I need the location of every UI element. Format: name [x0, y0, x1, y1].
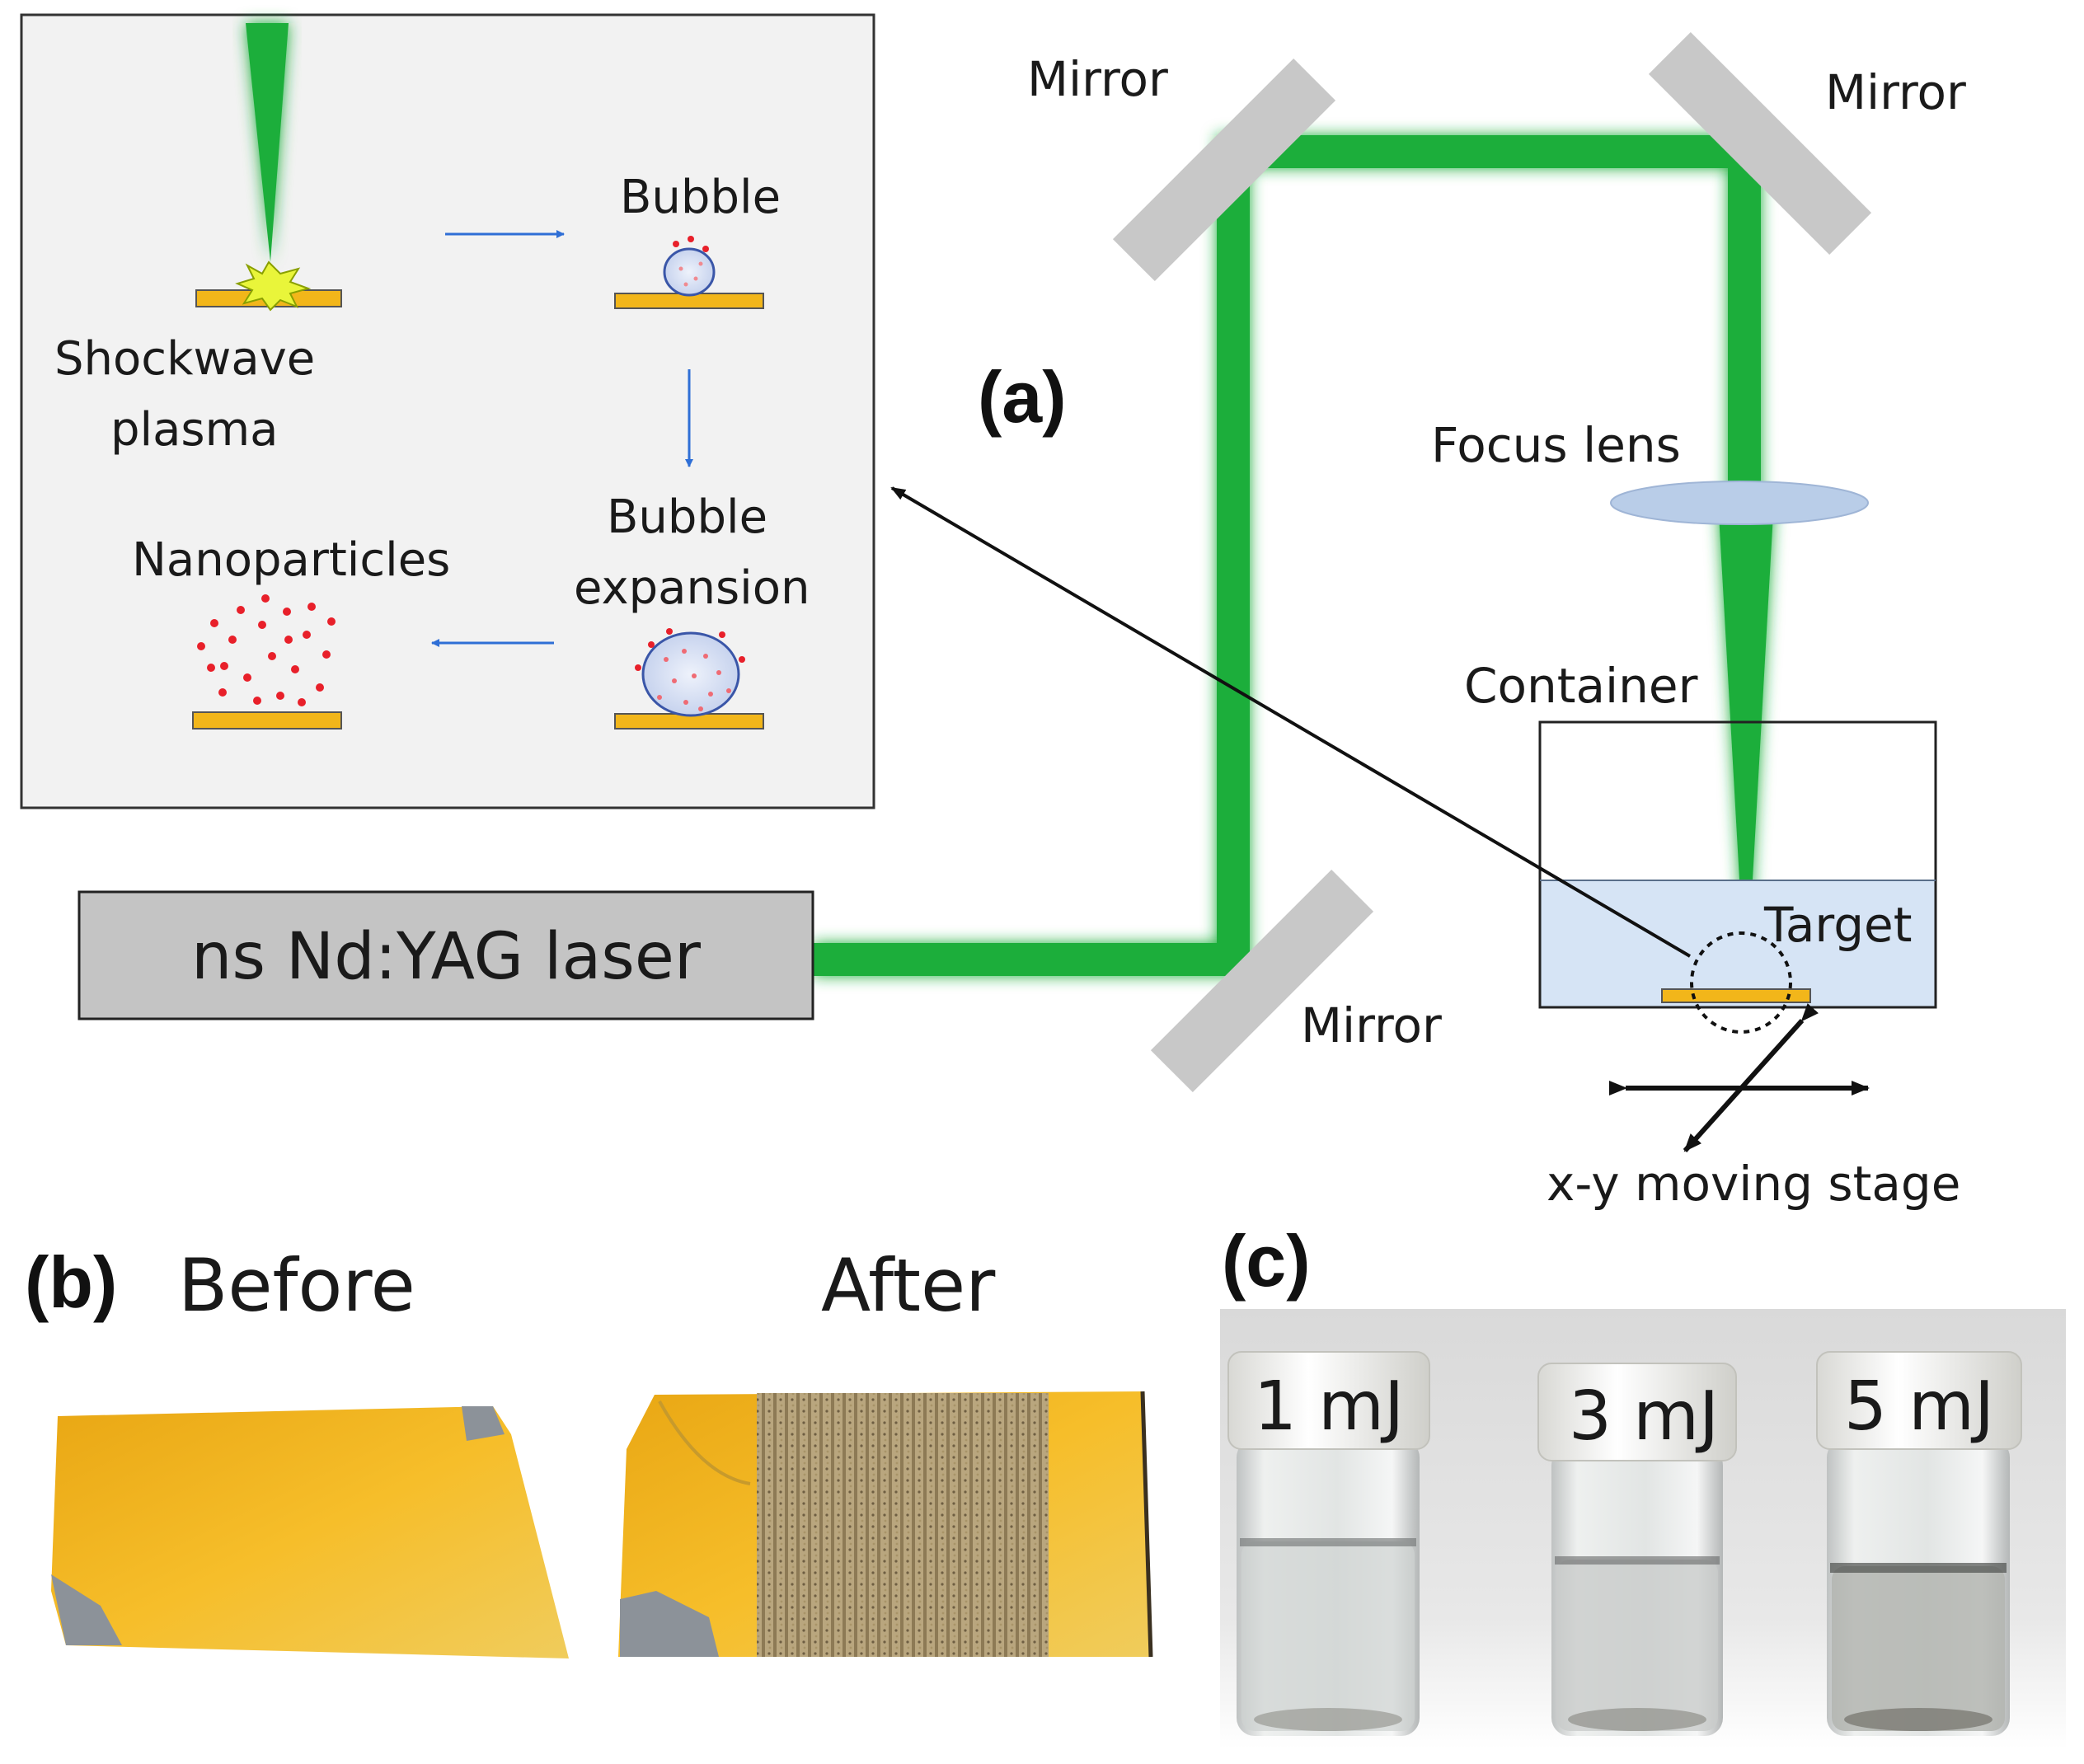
label-before: Before	[178, 1243, 415, 1328]
sample-before	[51, 1406, 569, 1658]
panel-b: (b) Before After	[25, 1241, 1153, 1658]
label-bubble-expansion-1: Bubble	[607, 490, 767, 544]
label-stage: x-y moving stage	[1547, 1156, 1960, 1212]
vial-label-1: 1 mJ	[1254, 1368, 1404, 1446]
expanded-bubble-icon	[641, 631, 740, 717]
zoom-circle	[1690, 931, 1792, 1034]
label-shockwave: Shockwave	[54, 332, 315, 386]
vial-1: 1 mJ	[1227, 1351, 1430, 1736]
bubble-icon	[663, 247, 716, 297]
panel-label-c: (c)	[1222, 1220, 1311, 1302]
particle-dots	[673, 236, 709, 287]
mirror-top-left	[1112, 58, 1336, 282]
label-mirror-top-right: Mirror	[1825, 64, 1966, 120]
label-target: Target	[1763, 897, 1912, 953]
container	[1538, 720, 1937, 1034]
mechanism-inset: Shockwave plasma Bubble Bubble expansion…	[20, 13, 875, 809]
panel-c: (c) 1 mJ 3 mJ 5 mJ	[1220, 1220, 2066, 1749]
label-after: After	[821, 1243, 996, 1328]
label-container: Container	[1464, 658, 1698, 714]
vial-label-2: 3 mJ	[1569, 1377, 1719, 1456]
inset-laser-beam	[246, 23, 289, 262]
target-plate	[1661, 988, 1811, 1003]
label-bubble-expansion-2: expansion	[574, 561, 810, 615]
panel-label-b: (b)	[25, 1241, 117, 1323]
label-focus-lens: Focus lens	[1431, 417, 1681, 473]
target-plate	[192, 711, 342, 730]
focus-lens	[1610, 481, 1869, 525]
zoom-pointer-arrow	[890, 486, 1692, 958]
focused-beam	[1718, 500, 1774, 938]
laser-label: ns Nd:YAG laser	[191, 920, 702, 994]
label-bubble: Bubble	[620, 171, 781, 224]
label-mirror-top-left: Mirror	[1027, 51, 1168, 107]
ablated-area	[757, 1393, 1049, 1657]
vial-label-3: 5 mJ	[1844, 1368, 1994, 1446]
sample-after	[618, 1391, 1153, 1658]
nanoparticle-cloud-icon	[197, 594, 336, 706]
mirror-top-right	[1648, 31, 1872, 256]
laser-source: ns Nd:YAG laser	[77, 890, 814, 1020]
mirror-bottom	[1150, 869, 1374, 1093]
label-nanoparticles: Nanoparticles	[132, 533, 450, 587]
vial-3: 5 mJ	[1816, 1351, 2022, 1736]
label-plasma: plasma	[110, 403, 278, 457]
panel-label-a: (a)	[978, 356, 1067, 438]
particle-dots	[635, 628, 745, 711]
plasma-burst-icon	[235, 260, 312, 312]
xy-stage-arrows-icon	[1609, 1003, 1870, 1153]
vial-2: 3 mJ	[1537, 1363, 1737, 1736]
panel-a: Shockwave plasma Bubble Bubble expansion…	[20, 13, 1966, 1212]
label-mirror-bottom: Mirror	[1301, 997, 1442, 1053]
beam-path	[813, 135, 1774, 976]
